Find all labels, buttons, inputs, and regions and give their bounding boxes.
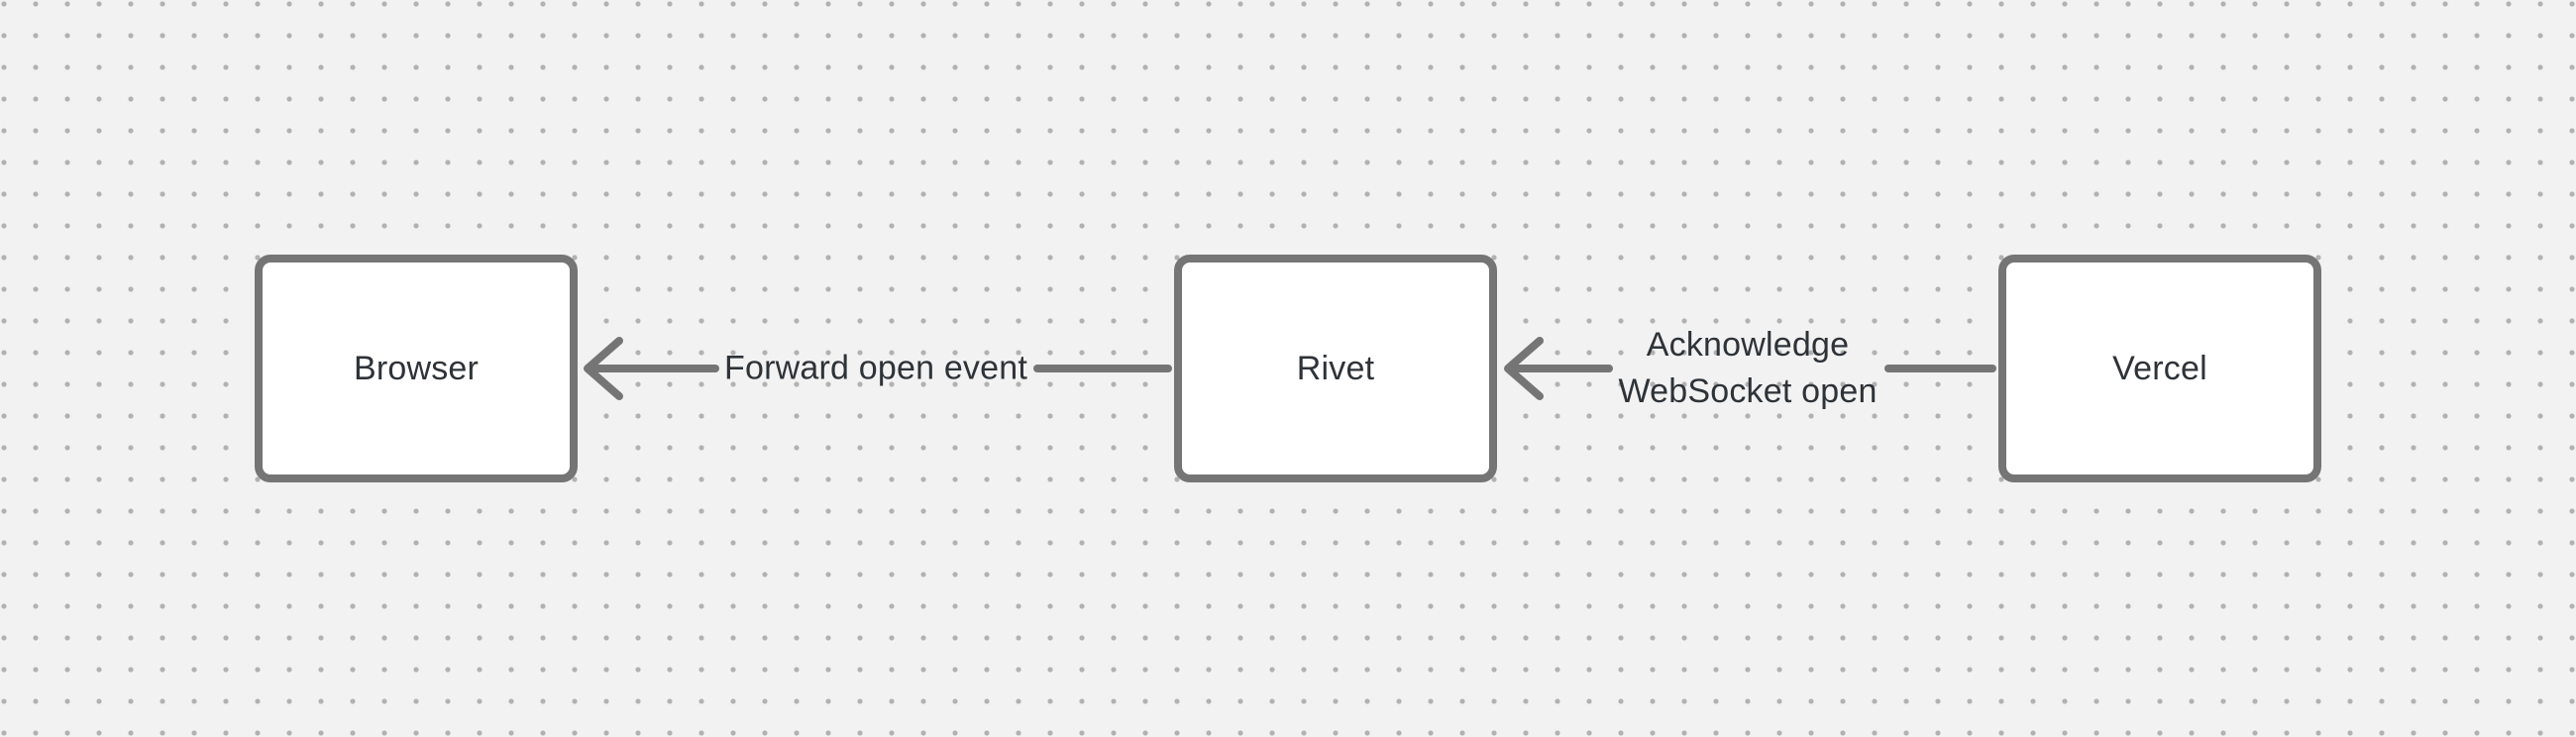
arrowhead-left-icon (1504, 337, 1544, 400)
node-rivet-label: Rivet (1296, 349, 1375, 387)
node-browser-label: Browser (353, 349, 480, 387)
arrowhead-left-icon (584, 337, 623, 400)
node-browser: Browser (255, 255, 578, 482)
arrow-vercel-to-rivet (1504, 337, 1996, 400)
arrow-rivet-to-browser (584, 337, 1172, 400)
node-vercel: Vercel (1998, 255, 2321, 482)
node-vercel-label: Vercel (2112, 349, 2207, 387)
edge-label-forward-open-event: Forward open event (724, 349, 1027, 387)
edge-label-line-2: WebSocket open (1618, 372, 1878, 410)
node-rivet: Rivet (1174, 255, 1497, 482)
edge-label-acknowledge-websocket-open: Acknowledge WebSocket open (1618, 322, 1877, 415)
edge-label-line-1: Acknowledge (1646, 326, 1850, 364)
